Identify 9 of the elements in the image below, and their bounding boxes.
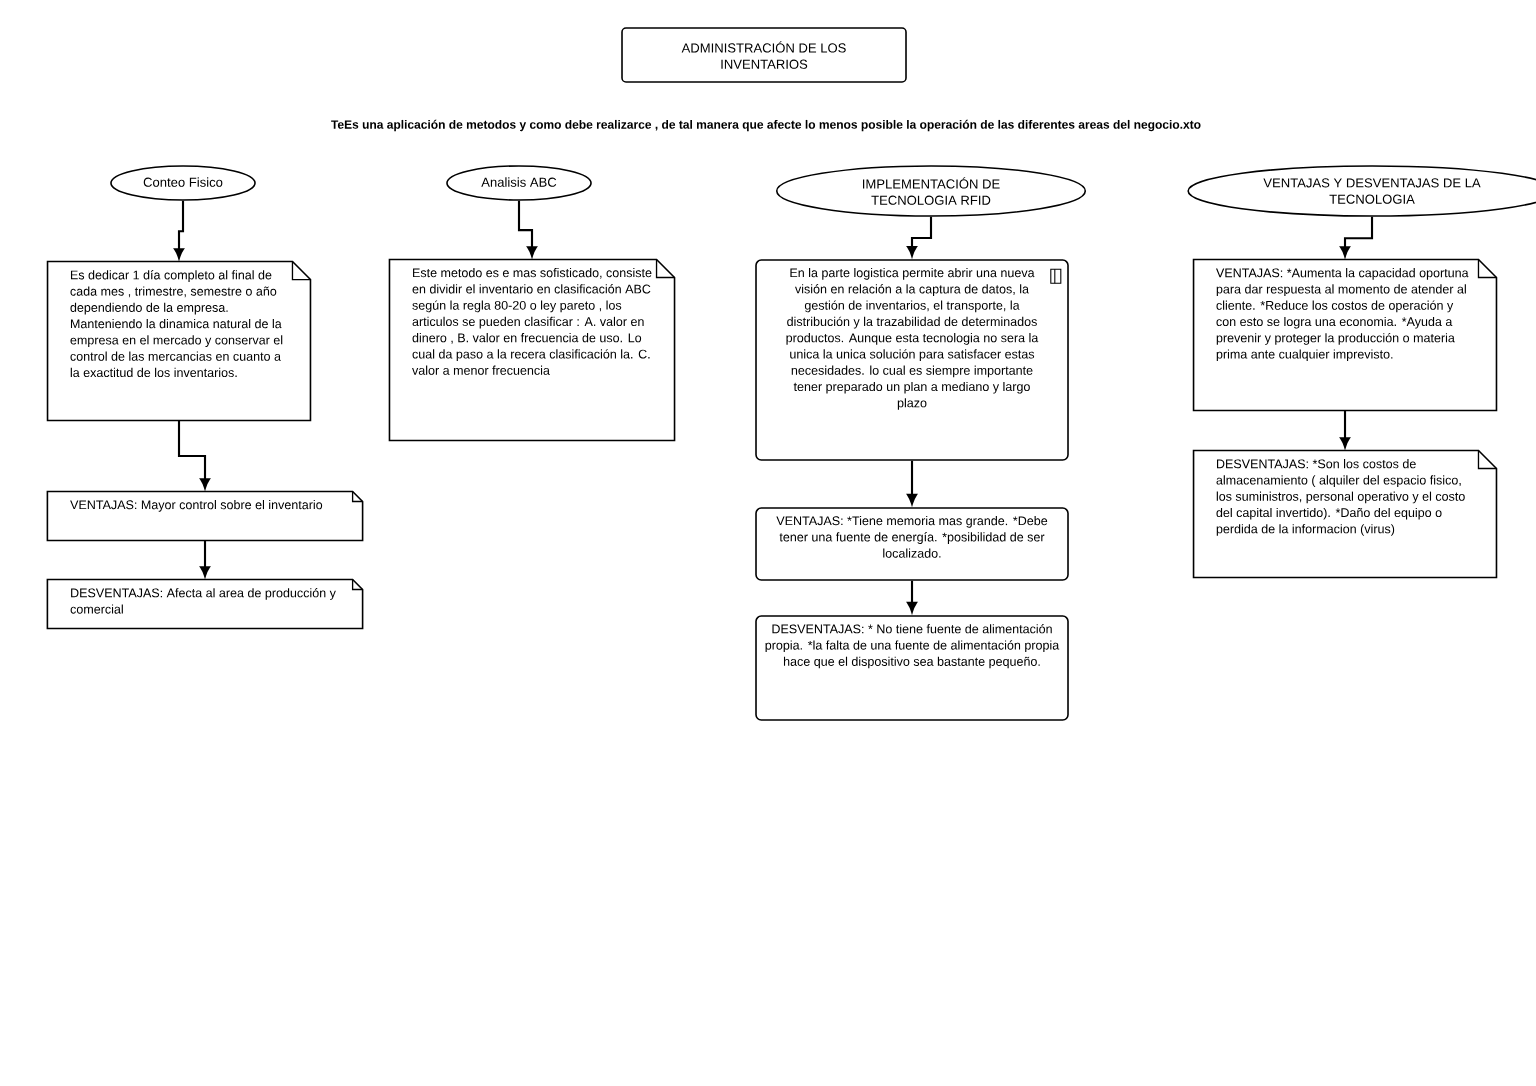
arrow [1340,216,1374,257]
arrow [907,460,918,505]
arrow [200,540,211,577]
arrow [907,580,918,613]
arrow [174,200,185,259]
arrow [1340,410,1351,448]
arrow [907,216,933,257]
arrow [517,200,538,257]
arrow [177,420,211,489]
